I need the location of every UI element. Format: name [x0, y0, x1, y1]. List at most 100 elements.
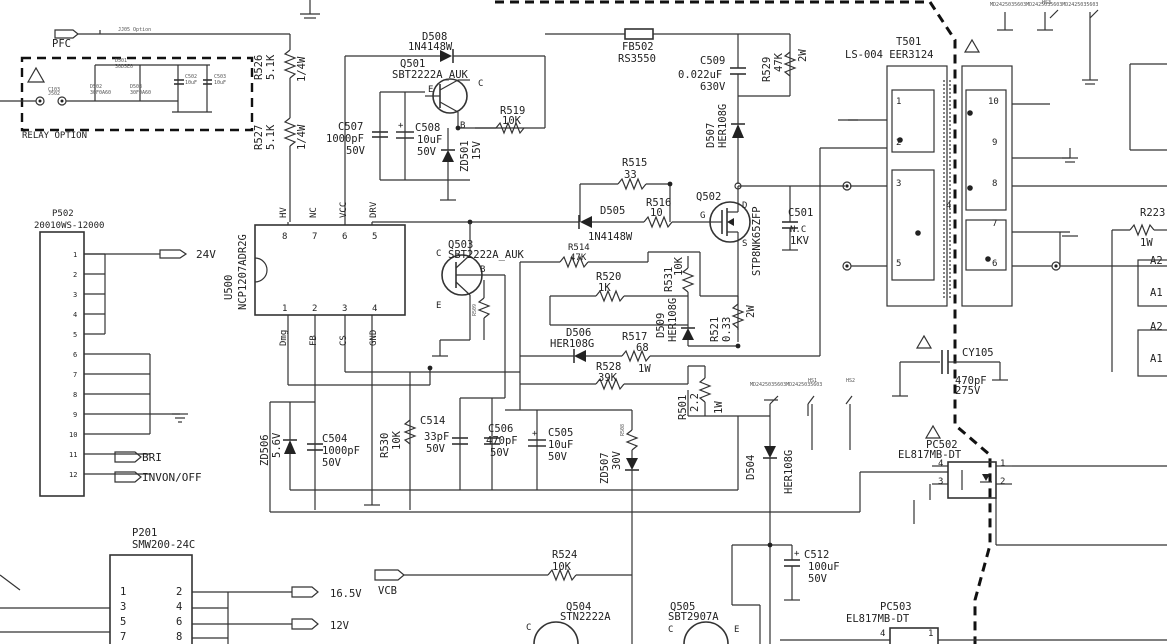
r524-ref: R524 — [552, 549, 577, 561]
r519-value: 10K — [502, 115, 522, 127]
capacitor-c505: + C505 10uF 50V — [528, 427, 573, 463]
c504-volt: 50V — [322, 457, 342, 469]
c504-value: 1000pF — [322, 445, 360, 457]
capacitor-c507: C507 1000pF 50V — [326, 121, 388, 157]
p502-part: 20010WS-12000 — [34, 221, 104, 231]
u500-top-pin-name: VCC — [339, 202, 349, 218]
zd506-volt: 5.6V — [271, 432, 283, 458]
transistor-q503: Q503 SBT2222A_AUK C B E — [436, 239, 525, 340]
u500-top-pin-number: 7 — [312, 232, 317, 242]
resistor-r529: R529 47K 2W — [761, 49, 809, 82]
u500-part: NCP1207ADR2G — [237, 234, 249, 310]
r521-rating: 2W — [745, 305, 757, 318]
c501-ref: C501 — [788, 207, 813, 219]
d509-part: HER108G — [667, 298, 679, 342]
r501-rating: 1W — [713, 401, 725, 414]
u500-ref: U500 — [223, 275, 235, 300]
r529-ref: R529 — [761, 57, 773, 82]
pfc-label: PFC — [52, 38, 71, 50]
u500-top-pin-name: HV — [279, 207, 289, 218]
pc502-part: EL817MB-DT — [898, 449, 962, 461]
p502-pin-number: 11 — [69, 451, 77, 459]
p201-pin-number: 2 — [176, 586, 182, 598]
q503-pin-c: C — [436, 249, 441, 259]
diode-d506: D506 HER108G — [520, 327, 594, 363]
svg-text:A2: A2 — [1150, 255, 1163, 267]
c506-value: 470pF — [486, 435, 518, 447]
c514-volt: 50V — [426, 443, 446, 455]
p502-pin-number: 3 — [73, 291, 77, 299]
net-vcb: VCB — [378, 585, 397, 597]
c514-value: 33pF — [424, 431, 449, 443]
zener-zd506: ZD506 5.6V — [259, 402, 297, 490]
q501-pin-b: B — [460, 121, 465, 131]
resistor-r521: R521 0.33 2W — [709, 296, 757, 342]
q505-ref: Q505 — [670, 601, 695, 613]
c507-volt: 50V — [346, 145, 366, 157]
r527-rating: 1/4W — [296, 124, 308, 150]
u500-bottom-pin-name: GND — [369, 330, 379, 346]
capacitor-c506: C506 470pF 50V — [484, 423, 518, 459]
u500-top-pin-name: DRV — [369, 201, 379, 218]
cy105-value: 470pF — [955, 375, 987, 387]
c505-plus-icon: + — [532, 429, 538, 439]
p502-pin-number: 12 — [69, 471, 77, 479]
relay-d502: D502 — [90, 84, 102, 90]
q501-part: SBT2222A_AUK — [392, 69, 469, 81]
diode-d509: D509 HER108G — [655, 298, 695, 346]
c508-ref: C508 — [415, 122, 440, 134]
q501-pin-c: C — [478, 79, 483, 89]
t501-pin10: 10 — [988, 97, 999, 107]
fb502-ref: FB502 — [622, 41, 654, 53]
ground-right-label: HS2 — [846, 378, 855, 384]
c507-value: 1000pF — [326, 133, 364, 145]
d507-ref: D507 — [705, 123, 717, 148]
t501-pin7: 7 — [992, 219, 997, 229]
r515-value: 33 — [624, 169, 637, 181]
r509-ref: R509 — [472, 304, 478, 316]
mosfet-q502: Q502 G D S STP8NK65ZFP — [696, 191, 763, 276]
c508-volt: 50V — [417, 146, 437, 158]
t501-pin8: 8 — [992, 179, 997, 189]
r524-value: 10K — [552, 561, 572, 573]
transformer-t501: T501 LS-004 EER3124 1 2 3 4 5 10 9 8 7 6 — [845, 36, 1013, 307]
svg-text:C: C — [526, 623, 531, 633]
r528-value: 39K — [598, 372, 618, 384]
resistor-r524: R524 10K — [440, 549, 632, 582]
p201-pin-number: 7 — [120, 631, 126, 643]
ground-cluster-mid: MD2425035603MD2425035603 HS1 HS2 — [750, 378, 855, 450]
r517-ref: R517 — [622, 331, 647, 343]
p502-pin-number: 2 — [73, 271, 77, 279]
relay-c503-val: 10uF — [214, 80, 226, 86]
ground-top-label: HS3 — [1042, 0, 1051, 6]
d508-ref: D508 — [422, 31, 447, 43]
p201-pin-number: 8 — [176, 631, 182, 643]
relay-option-label: RELAY OPTION — [22, 131, 87, 141]
c501-value: N.C — [790, 225, 806, 235]
diode-d507: D507 HER108G — [705, 96, 745, 184]
c505-ref: C505 — [548, 427, 573, 439]
net-12v: 12V — [330, 620, 350, 632]
p201-pin-number: 5 — [120, 616, 126, 628]
r514-value: 47K — [570, 253, 587, 263]
pfc-jumper: JJ05 Option — [118, 27, 151, 33]
u500-top-pin-number: 6 — [342, 232, 347, 242]
cy105-warning-icon — [915, 334, 933, 349]
r526-value: 5.1K — [265, 54, 277, 80]
net-24v: 24V — [196, 248, 216, 261]
p201-part: SMW200-24C — [132, 539, 195, 551]
t501-pin4: 4 — [946, 201, 951, 211]
p502-pin-number: 5 — [73, 331, 77, 339]
ground-cluster-top: MD2425035603MD2425035603MD2425035603 HS3 — [990, 0, 1099, 85]
relay-option-block: RELAY OPTION J502 C103 D501 30D5E0 D502 … — [0, 56, 254, 141]
q503-pin-e: E — [436, 301, 441, 311]
u500-bottom-pin-name: FB — [309, 335, 319, 346]
r508-ref: R508 — [620, 424, 626, 436]
svg-text:A1: A1 — [1150, 353, 1163, 365]
p502-pin-number: 10 — [69, 431, 77, 439]
r514-ref: R514 — [568, 243, 590, 253]
resistor-r520: R520 1K — [550, 271, 688, 303]
